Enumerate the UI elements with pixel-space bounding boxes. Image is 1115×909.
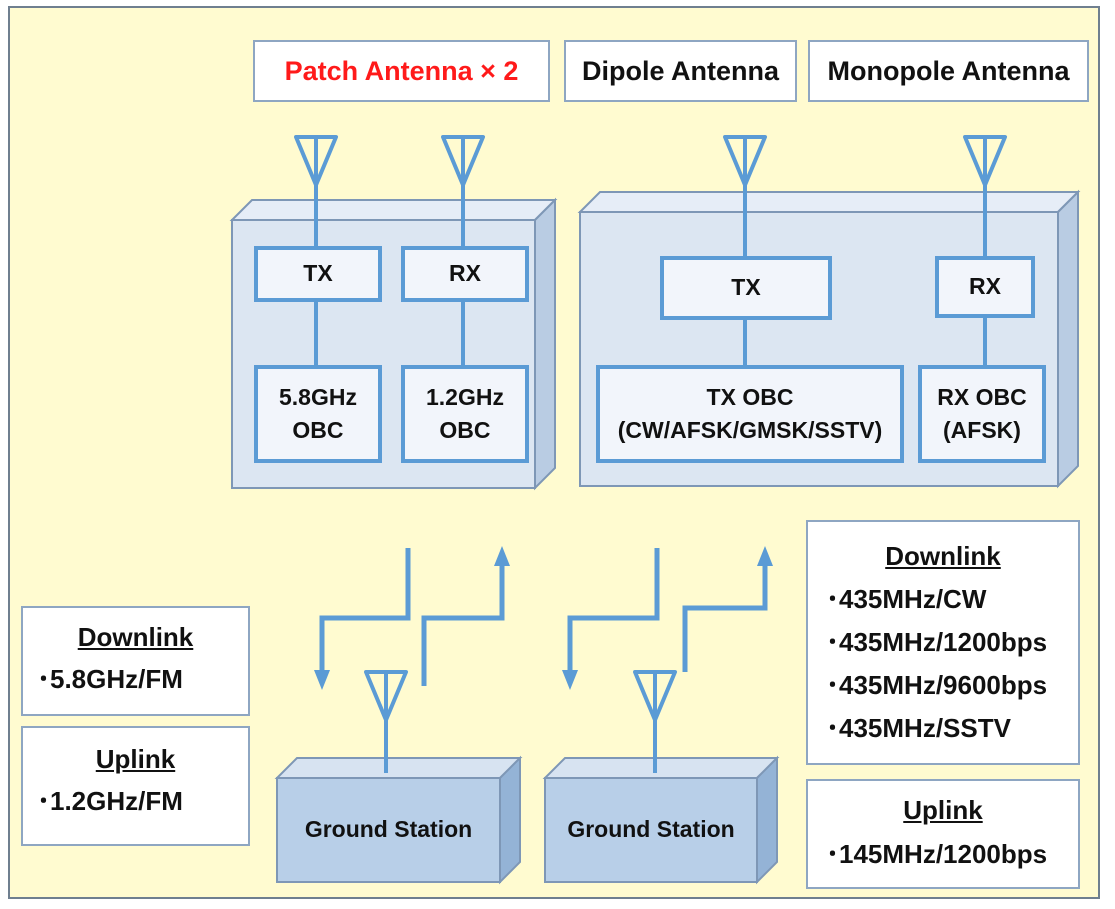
rx-obc-block: RX OBC(AFSK) [918, 365, 1046, 463]
left-tx-block: TX [254, 246, 382, 302]
left-uplink-box: Uplink ･1.2GHz/FM [21, 726, 250, 846]
ground-station-right-box [542, 755, 780, 885]
left-uplink-title: Uplink [95, 744, 176, 774]
connector-lines [314, 185, 987, 773]
right-tx-block: TX [660, 256, 832, 320]
left-rx-block: RX [401, 246, 529, 302]
right-downlink-box: Downlink ･435MHz/CW ･435MHz/1200bps ･435… [806, 520, 1080, 765]
ground-station-left-box [274, 755, 523, 885]
uplink-arrow-left [421, 563, 505, 686]
right-downlink-item: ･435MHz/9600bps [826, 670, 1048, 700]
right-uplink-box: Uplink ･145MHz/1200bps [806, 779, 1080, 889]
right-downlink-item: ･435MHz/CW [826, 584, 987, 614]
left-downlink-box: Downlink ･5.8GHz/FM [21, 606, 250, 716]
right-downlink-title: Downlink [885, 541, 1001, 571]
link-arrows [319, 548, 768, 686]
uplink-arrow-right [682, 563, 768, 672]
patch-antenna-2-icon [441, 135, 485, 187]
right-rx-block: RX [935, 256, 1035, 318]
downlink-arrow-right [567, 548, 660, 672]
patch-antenna-label: Patch Antenna × 2 [253, 40, 550, 102]
right-uplink-item: ･145MHz/1200bps [826, 839, 1048, 869]
left-downlink-title: Downlink [77, 622, 194, 652]
dipole-antenna-icon [723, 135, 767, 187]
ground-antenna-left-icon [364, 670, 408, 722]
left-downlink-item: ･5.8GHz/FM [37, 664, 183, 694]
monopole-antenna-label: Monopole Antenna [808, 40, 1089, 102]
ground-antenna-right-icon [633, 670, 677, 722]
left-uplink-item: ･1.2GHz/FM [37, 786, 183, 816]
downlink-arrow-left [319, 548, 411, 672]
tx-obc-block: TX OBC(CW/AFSK/GMSK/SSTV) [596, 365, 904, 463]
arrow-heads [314, 546, 773, 690]
ground-station-right-label: Ground Station [567, 816, 735, 842]
monopole-antenna-icon [963, 135, 1007, 187]
patch-antenna-1-icon [294, 135, 338, 187]
ground-station-left-label: Ground Station [304, 816, 473, 842]
dipole-antenna-label: Dipole Antenna [564, 40, 797, 102]
right-downlink-item: ･435MHz/1200bps [826, 627, 1048, 657]
right-downlink-item: ･435MHz/SSTV [826, 713, 1011, 743]
antenna-symbols [294, 135, 1007, 722]
right-uplink-title: Uplink [903, 795, 983, 825]
